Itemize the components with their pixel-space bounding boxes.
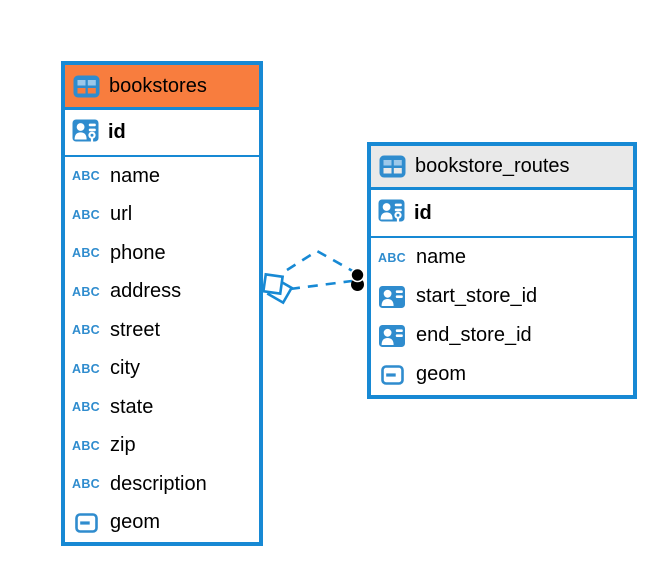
foreign-key-icon [378,285,406,308]
dot-marker-upper [350,267,365,283]
text-type-icon: ABC [72,169,100,184]
table-title: bookstores [109,74,207,97]
text-type-icon: ABC [72,246,100,261]
relationship-link-upper[interactable] [286,249,359,276]
diamond-marker-rear [266,277,294,305]
column-name: geom [416,363,467,385]
primary-key-icon [71,119,99,147]
column-name: street [110,318,161,341]
relationship-link-lower[interactable] [289,279,353,291]
column-name: end_store_id [416,324,532,346]
column-row-zip[interactable]: ABC zip [65,427,259,466]
primary-key-name: id [414,201,432,224]
column-row-geom[interactable]: geom [371,355,633,394]
column-name: url [110,203,133,226]
column-name: description [110,472,207,495]
column-name: zip [110,434,136,457]
column-row-address[interactable]: ABC address [65,273,259,312]
text-type-icon: ABC [72,323,100,338]
geometry-type-icon [72,512,100,533]
geometry-type-icon [378,364,406,385]
column-name: city [110,357,140,380]
relationship-source-diamond-markers [261,272,294,305]
table-bookstores-header[interactable]: bookstores [65,65,259,110]
relationship-dashed-line[interactable] [286,249,359,276]
column-row-geom[interactable]: geom [65,504,259,543]
dot-marker-lower [351,278,364,291]
column-name: name [110,164,161,187]
column-name: geom [110,511,161,534]
text-type-icon: ABC [72,400,100,415]
foreign-key-icon [378,324,406,347]
table-grid-icon [72,75,100,98]
text-type-icon: ABC [72,284,100,299]
text-type-icon: ABC [72,361,100,376]
relationship-dashed-line[interactable] [289,279,353,291]
column-row-state[interactable]: ABC state [65,388,259,427]
column-row-city[interactable]: ABC city [65,350,259,389]
text-type-icon: ABC [378,250,406,265]
table-bookstore-routes[interactable]: bookstore_routes id ABC name [367,142,637,399]
diamond-marker-front [261,272,285,296]
column-name: address [110,280,182,303]
table-bookstore-routes-header[interactable]: bookstore_routes [371,146,633,190]
column-row-name[interactable]: ABC name [371,238,633,277]
column-row-name[interactable]: ABC name [65,157,259,196]
relationship-target-dot-markers [350,267,365,291]
table-grid-icon [378,155,406,178]
primary-key-icon [377,199,405,227]
column-name: name [416,246,467,268]
primary-key-name: id [108,121,126,143]
table-bookstores[interactable]: bookstores id ABC name [61,61,263,546]
table-title: bookstore_routes [415,155,570,177]
column-row-id[interactable]: id [371,190,633,238]
column-row-id[interactable]: id [65,110,259,157]
column-row-end-store-id[interactable]: end_store_id [371,316,633,355]
column-row-start-store-id[interactable]: start_store_id [371,277,633,316]
column-row-description[interactable]: ABC description [65,465,259,504]
text-type-icon: ABC [72,207,100,222]
column-name: start_store_id [416,285,538,307]
column-name: state [110,395,154,418]
column-row-street[interactable]: ABC street [65,311,259,350]
text-type-icon: ABC [72,438,100,453]
column-name: phone [110,241,166,264]
text-type-icon: ABC [72,477,100,492]
column-row-phone[interactable]: ABC phone [65,234,259,273]
column-row-url[interactable]: ABC url [65,196,259,235]
